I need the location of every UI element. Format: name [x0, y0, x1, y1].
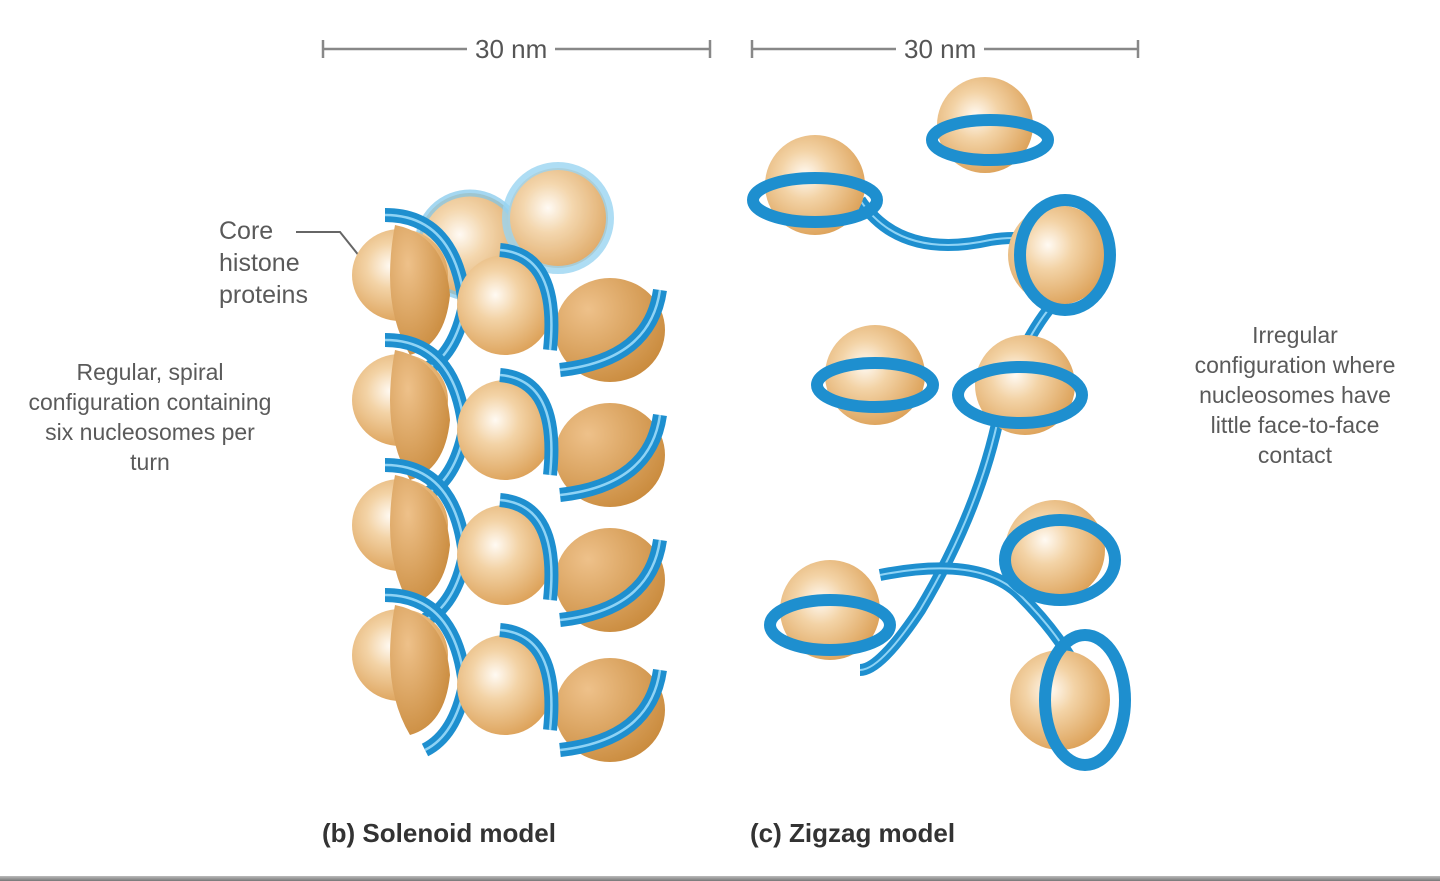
zigzag-nucleosome	[747, 135, 883, 235]
zigzag-nucleosome	[764, 560, 896, 660]
scale-label-solenoid: 30 nm	[467, 34, 556, 64]
zigzag-nucleosome	[952, 335, 1088, 435]
solenoid-fiber	[352, 162, 665, 762]
zigzag-nucleosome	[1008, 194, 1116, 316]
zigzag-fiber	[747, 77, 1131, 771]
solenoid-description: Regular, spiral configuration containing…	[28, 359, 272, 475]
zigzag-nucleosome	[811, 325, 939, 425]
bottom-border	[0, 876, 1440, 881]
zigzag-nucleosome	[926, 77, 1054, 173]
zigzag-description: Irregular configuration where nucleosome…	[1194, 322, 1396, 468]
scale-label-zigzag: 30 nm	[896, 34, 985, 64]
zigzag-nucleosome	[999, 500, 1121, 606]
caption-solenoid: (b) Solenoid model	[322, 818, 556, 848]
caption-zigzag: (c) Zigzag model	[750, 818, 956, 848]
zigzag-nucleosome	[1010, 629, 1131, 771]
core-histone-label: Core histone proteins	[219, 217, 308, 309]
